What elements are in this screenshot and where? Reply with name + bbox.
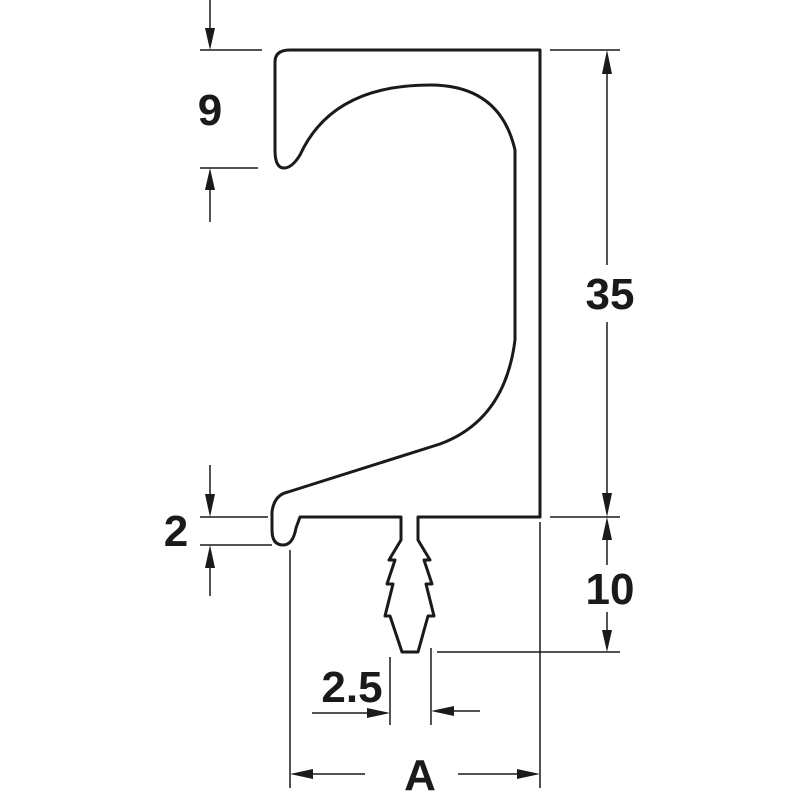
dim-top-lip: 9 (198, 0, 262, 222)
dim-label-bottom-lip: 2 (164, 507, 188, 556)
dim-bottom-lip: 2 (164, 465, 272, 596)
dim-width: A (289, 522, 541, 800)
dim-overall-height: 35 (550, 49, 635, 518)
dim-tongue-width: 2.5 (312, 648, 480, 725)
dim-label-top-lip: 9 (198, 86, 222, 135)
dim-label-tongue-length: 10 (586, 565, 635, 614)
dim-label-width: A (404, 751, 436, 800)
dim-tongue-length: 10 (437, 517, 635, 653)
handle-profile-outline (270, 48, 542, 654)
dim-label-overall-height: 35 (586, 270, 635, 319)
dim-label-tongue-width: 2.5 (321, 663, 382, 712)
